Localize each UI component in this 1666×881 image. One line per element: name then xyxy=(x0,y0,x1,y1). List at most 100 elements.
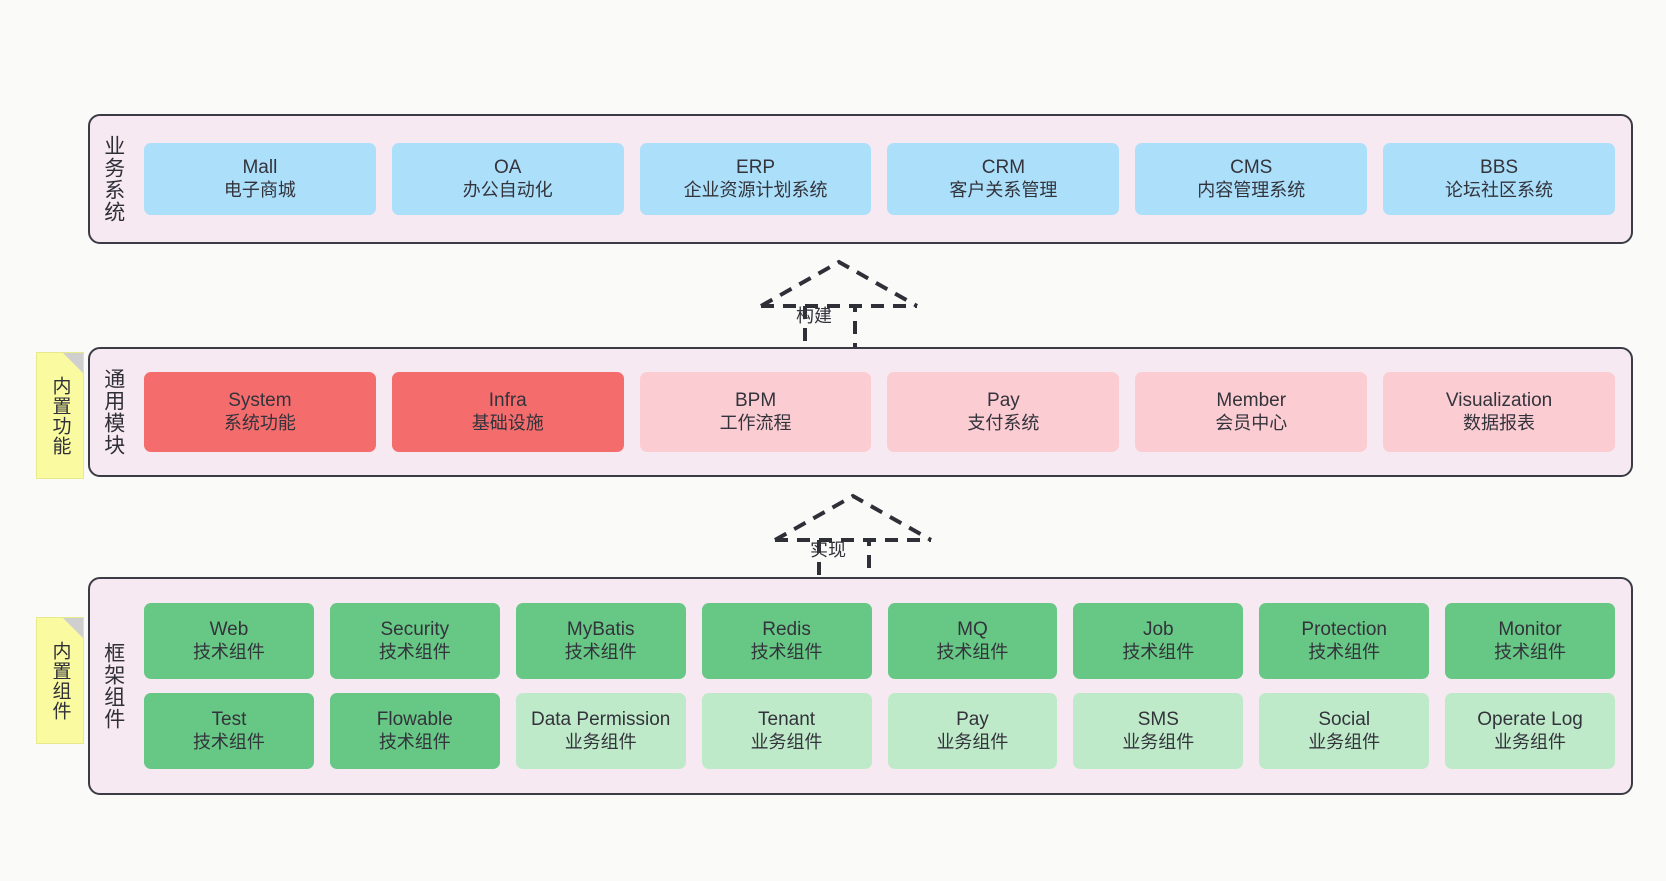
module-card-member[interactable]: Member 会员中心 xyxy=(1135,372,1368,452)
card-title: Data Permission xyxy=(530,709,671,731)
framework-card-tenant[interactable]: Tenant 业务组件 xyxy=(701,693,872,769)
framework-card-job[interactable]: Job 技术组件 xyxy=(1073,603,1244,679)
card-subtitle: 内容管理系统 xyxy=(1197,179,1306,200)
framework-card-monitor[interactable]: Monitor 技术组件 xyxy=(1445,603,1615,679)
card-subtitle: 技术组件 xyxy=(378,731,451,752)
framework-card-security[interactable]: Security 技术组件 xyxy=(329,603,500,679)
framework-card-mybatis[interactable]: MyBatis 技术组件 xyxy=(515,603,686,679)
card-title: Visualization xyxy=(1445,390,1553,412)
card-subtitle: 会员中心 xyxy=(1215,412,1288,433)
card-title: Social xyxy=(1318,709,1371,731)
business-card-mall[interactable]: Mall 电子商城 xyxy=(144,143,376,215)
card-subtitle: 业务组件 xyxy=(564,731,637,752)
card-subtitle: 办公自动化 xyxy=(462,179,553,200)
note-label: 内置功能 xyxy=(49,375,71,456)
business-card-crm[interactable]: CRM 客户关系管理 xyxy=(887,143,1120,215)
card-subtitle: 论坛社区系统 xyxy=(1445,179,1554,200)
business-card-bbs[interactable]: BBS 论坛社区系统 xyxy=(1383,143,1615,215)
framework-card-redis[interactable]: Redis 技术组件 xyxy=(701,603,872,679)
card-title: Monitor xyxy=(1498,619,1562,641)
card-subtitle: 技术组件 xyxy=(192,641,265,662)
card-title: Security xyxy=(380,619,450,641)
card-title: Mall xyxy=(242,157,278,179)
card-title: Operate Log xyxy=(1477,709,1583,731)
card-subtitle: 技术组件 xyxy=(750,641,823,662)
card-subtitle: 业务组件 xyxy=(750,731,823,752)
framework-card-data-permission[interactable]: Data Permission 业务组件 xyxy=(515,693,686,769)
card-title: Flowable xyxy=(376,709,453,731)
card-subtitle: 支付系统 xyxy=(967,412,1040,433)
module-card-system[interactable]: System 系统功能 xyxy=(144,372,376,452)
note-label: 内置组件 xyxy=(49,640,71,721)
layer-business-systems: 业务系统 Mall 电子商城 OA 办公自动化 ERP 企业资源计划系统 CRM… xyxy=(88,114,1633,244)
card-subtitle: 基础设施 xyxy=(471,412,544,433)
framework-card-sms[interactable]: SMS 业务组件 xyxy=(1073,693,1244,769)
framework-card-pay[interactable]: Pay 业务组件 xyxy=(887,693,1058,769)
card-title: System xyxy=(228,390,292,412)
layer-modules-cards: System 系统功能 Infra 基础设施 BPM 工作流程 Pay 支付系统… xyxy=(136,349,1631,475)
card-title: Pay xyxy=(956,709,989,731)
framework-card-operate-log[interactable]: Operate Log 业务组件 xyxy=(1445,693,1615,769)
card-title: Pay xyxy=(987,390,1020,412)
card-title: SMS xyxy=(1137,709,1179,731)
card-subtitle: 企业资源计划系统 xyxy=(683,179,828,200)
card-title: Job xyxy=(1142,619,1174,641)
note-fold-icon xyxy=(63,353,83,373)
module-card-infra[interactable]: Infra 基础设施 xyxy=(391,372,624,452)
framework-card-test[interactable]: Test 技术组件 xyxy=(144,693,314,769)
card-subtitle: 系统功能 xyxy=(223,412,296,433)
framework-card-flowable[interactable]: Flowable 技术组件 xyxy=(329,693,500,769)
card-title: Tenant xyxy=(758,709,816,731)
card-subtitle: 业务组件 xyxy=(1308,731,1381,752)
module-card-visualization[interactable]: Visualization 数据报表 xyxy=(1383,372,1615,452)
business-card-cms[interactable]: CMS 内容管理系统 xyxy=(1135,143,1368,215)
module-card-pay[interactable]: Pay 支付系统 xyxy=(887,372,1120,452)
card-title: Infra xyxy=(488,390,527,412)
card-subtitle: 技术组件 xyxy=(1122,641,1195,662)
layer-business-cards: Mall 电子商城 OA 办公自动化 ERP 企业资源计划系统 CRM 客户关系… xyxy=(136,116,1631,242)
card-title: CRM xyxy=(981,157,1026,179)
framework-card-web[interactable]: Web 技术组件 xyxy=(144,603,314,679)
card-title: BBS xyxy=(1480,157,1519,179)
framework-row-tech: Web 技术组件 Security 技术组件 MyBatis 技术组件 Redi… xyxy=(144,603,1615,679)
framework-card-mq[interactable]: MQ 技术组件 xyxy=(887,603,1058,679)
note-fold-icon xyxy=(63,618,83,638)
layer-modules-title: 通用模块 xyxy=(101,368,125,456)
card-title: Web xyxy=(209,619,249,641)
card-title: Test xyxy=(211,709,247,731)
module-card-bpm[interactable]: BPM 工作流程 xyxy=(639,372,872,452)
card-subtitle: 技术组件 xyxy=(564,641,637,662)
layer-business-title: 业务系统 xyxy=(101,135,125,223)
card-title: OA xyxy=(494,157,522,179)
card-subtitle: 技术组件 xyxy=(192,731,265,752)
business-card-oa[interactable]: OA 办公自动化 xyxy=(391,143,624,215)
card-title: ERP xyxy=(736,157,776,179)
card-subtitle: 客户关系管理 xyxy=(949,179,1058,200)
card-subtitle: 技术组件 xyxy=(1308,641,1381,662)
note-builtin-functions: 内置功能 xyxy=(36,352,84,479)
card-title: CMS xyxy=(1230,157,1273,179)
layer-framework-components: 框架组件 Web 技术组件 Security 技术组件 MyBatis 技术组件… xyxy=(88,577,1633,795)
card-subtitle: 数据报表 xyxy=(1463,412,1536,433)
layer-framework-title: 框架组件 xyxy=(101,642,125,730)
card-title: Member xyxy=(1216,390,1287,412)
card-subtitle: 技术组件 xyxy=(378,641,451,662)
card-title: BPM xyxy=(734,390,777,412)
framework-card-protection[interactable]: Protection 技术组件 xyxy=(1259,603,1430,679)
note-builtin-components: 内置组件 xyxy=(36,617,84,744)
card-subtitle: 业务组件 xyxy=(1122,731,1195,752)
layer-framework-cards: Web 技术组件 Security 技术组件 MyBatis 技术组件 Redi… xyxy=(136,579,1631,793)
card-title: MQ xyxy=(957,619,988,641)
card-title: Redis xyxy=(762,619,811,641)
card-title: Protection xyxy=(1301,619,1387,641)
card-title: MyBatis xyxy=(566,619,635,641)
card-subtitle: 技术组件 xyxy=(936,641,1009,662)
card-subtitle: 技术组件 xyxy=(1494,641,1567,662)
framework-row-business: Test 技术组件 Flowable 技术组件 Data Permission … xyxy=(144,693,1615,769)
business-card-erp[interactable]: ERP 企业资源计划系统 xyxy=(639,143,872,215)
layer-common-modules: 通用模块 System 系统功能 Infra 基础设施 BPM 工作流程 Pay… xyxy=(88,347,1633,477)
card-subtitle: 业务组件 xyxy=(1494,731,1567,752)
framework-card-social[interactable]: Social 业务组件 xyxy=(1259,693,1430,769)
card-subtitle: 电子商城 xyxy=(223,179,296,200)
